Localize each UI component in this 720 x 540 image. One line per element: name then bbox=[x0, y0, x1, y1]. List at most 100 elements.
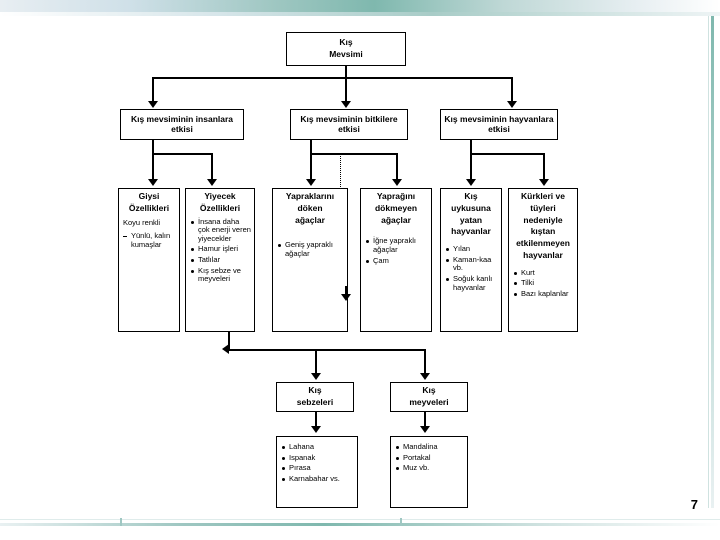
connector bbox=[511, 77, 513, 103]
node-meyve-title-1: Kış bbox=[422, 385, 436, 395]
connector bbox=[470, 153, 544, 155]
node-meyve-title-2: meyveleri bbox=[409, 396, 449, 407]
arrow-icon bbox=[311, 426, 321, 433]
list-item: Mandalina bbox=[396, 442, 464, 452]
arrow-icon bbox=[341, 294, 351, 301]
list-item: Karnabahar vs. bbox=[282, 474, 354, 484]
node-level1-insan: Kış mevsiminin insanlara etkisi bbox=[120, 109, 244, 140]
node-etkilenmeyen-title-3: nedeniyle bbox=[523, 214, 563, 225]
arrow-icon bbox=[539, 179, 549, 186]
list-item: Yılan bbox=[446, 244, 498, 254]
list-item: Portakal bbox=[396, 453, 464, 463]
connector bbox=[152, 153, 154, 181]
node-kis-uykusu: Kış uykusuna yatan hayvanlar Yılan Kaman… bbox=[440, 188, 502, 332]
list-item: Soğuk kanlı hayvanlar bbox=[446, 274, 498, 292]
node-level1-bitki: Kış mevsiminin bitkilere etkisi bbox=[290, 109, 408, 140]
node-etkilenmeyen-title-4: kıştan bbox=[530, 226, 556, 237]
connector bbox=[315, 349, 317, 375]
slide-top-band-secondary bbox=[0, 12, 720, 16]
list-item: Kurt bbox=[514, 268, 574, 278]
node-yapraklarini-doken: Yapraklarını döken ağaçlar Geniş yaprakl… bbox=[272, 188, 348, 332]
connector bbox=[543, 153, 545, 181]
slide-right-rule-thin bbox=[708, 16, 709, 508]
connector bbox=[424, 412, 426, 428]
node-giysi-list: Yünlü, kalın kumaşlar bbox=[119, 230, 179, 253]
node-meyve-list: Mandalina Portakal Muz vb. bbox=[391, 437, 467, 477]
list-item: Lahana bbox=[282, 442, 354, 452]
slide-bottom-tick bbox=[120, 518, 122, 526]
list-item: Hamur işleri bbox=[191, 245, 251, 254]
connector bbox=[345, 286, 347, 296]
connector bbox=[470, 153, 472, 181]
node-yiyecek-title-1: Yiyecek bbox=[204, 191, 236, 201]
node-level1-hayvan-label: Kış mevsiminin hayvanlara etkisi bbox=[444, 114, 554, 134]
arrow-icon bbox=[466, 179, 476, 186]
slide-bottom-rule-thin bbox=[0, 519, 720, 520]
node-doken-list: Geniş yapraklı ağaçlar bbox=[273, 227, 347, 262]
arrow-icon bbox=[222, 344, 229, 354]
connector bbox=[152, 140, 154, 154]
arrow-icon bbox=[148, 101, 158, 108]
arrow-icon bbox=[207, 179, 217, 186]
node-uyku-list: Yılan Kaman-kaa vb. Soğuk kanlı hayvanla… bbox=[441, 239, 501, 296]
connector bbox=[470, 140, 472, 154]
node-dokmeyen-title-1: Yaprağını bbox=[376, 191, 416, 201]
node-yiyecek: Yiyecek Özellikleri İnsana daha çok ener… bbox=[185, 188, 255, 332]
connector bbox=[152, 153, 212, 155]
node-uyku-title-4: hayvanlar bbox=[451, 226, 491, 237]
list-item: Çam bbox=[366, 256, 428, 266]
arrow-icon bbox=[311, 373, 321, 380]
list-item: Pırasa bbox=[282, 464, 354, 473]
list-item: Ispanak bbox=[282, 453, 354, 463]
node-kis-sebzeleri: Kış sebzeleri bbox=[276, 382, 354, 412]
node-sebze-list: Lahana Ispanak Pırasa Karnabahar vs. bbox=[277, 437, 357, 488]
arrow-icon bbox=[507, 101, 517, 108]
connector bbox=[310, 140, 312, 154]
node-meyve-list-box: Mandalina Portakal Muz vb. bbox=[390, 436, 468, 508]
node-root-line1: Kış bbox=[339, 37, 353, 47]
connector bbox=[228, 349, 424, 351]
node-root-line2: Mevsimi bbox=[329, 48, 363, 59]
node-giysi: Giysi Özellikleri Koyu renkli Yünlü, kal… bbox=[118, 188, 180, 332]
list-item: Yünlü, kalın kumaşlar bbox=[123, 231, 176, 249]
node-level1-bitki-label: Kış mevsiminin bitkilere etkisi bbox=[300, 114, 398, 134]
node-sebze-list-box: Lahana Ispanak Pırasa Karnabahar vs. bbox=[276, 436, 358, 508]
connector bbox=[345, 66, 347, 78]
arrow-icon bbox=[420, 426, 430, 433]
arrow-icon bbox=[341, 101, 351, 108]
node-dokmeyen-title-2: dökmeyen bbox=[374, 202, 418, 213]
connector bbox=[152, 77, 154, 103]
arrow-icon bbox=[306, 179, 316, 186]
list-item: Tilki bbox=[514, 279, 574, 288]
connector-dotted bbox=[340, 153, 341, 199]
page-number: 7 bbox=[690, 497, 698, 512]
node-etkilenmeyen-title-6: hayvanlar bbox=[523, 249, 563, 260]
node-giysi-title-1: Giysi bbox=[138, 191, 160, 201]
list-item: Kış sebze ve meyveleri bbox=[191, 266, 251, 284]
node-etkilenmeyen-title-5: etkilenmeyen bbox=[516, 238, 570, 249]
list-item: Muz vb. bbox=[396, 464, 464, 473]
node-etkilenmeyen-hayvanlar: Kürkleri ve tüyleri nedeniyle kıştan etk… bbox=[508, 188, 578, 332]
connector bbox=[152, 77, 512, 79]
node-dokmeyen-list: İğne yapraklı ağaçlar Çam bbox=[361, 227, 431, 269]
connector bbox=[315, 412, 317, 428]
node-giysi-title-2: Özellikleri bbox=[128, 202, 170, 213]
node-dokmeyen-title-3: ağaçlar bbox=[381, 214, 411, 225]
node-uyku-title-2: uykusuna bbox=[451, 202, 491, 213]
connector bbox=[424, 349, 426, 375]
node-etkilenmeyen-list: Kurt Tilki Bazı kaplanlar bbox=[509, 263, 577, 303]
connector bbox=[345, 77, 347, 103]
node-root: Kış Mevsimi bbox=[286, 32, 406, 66]
node-yapragini-dokmeyen: Yaprağını dökmeyen ağaçlar İğne yapraklı… bbox=[360, 188, 432, 332]
connector bbox=[310, 153, 312, 181]
node-etkilenmeyen-title-2: tüyleri bbox=[530, 202, 556, 213]
node-yiyecek-title-2: Özellikleri bbox=[199, 202, 241, 213]
node-uyku-title-1: Kış bbox=[464, 191, 478, 201]
node-kis-meyveleri: Kış meyveleri bbox=[390, 382, 468, 412]
node-etkilenmeyen-title-1: Kürkleri ve bbox=[521, 191, 565, 201]
slide-bottom-rule bbox=[0, 523, 720, 526]
slide-top-band bbox=[0, 0, 720, 12]
node-doken-title-1: Yapraklarını bbox=[285, 191, 335, 201]
connector bbox=[228, 332, 230, 350]
node-doken-title-2: döken bbox=[297, 202, 323, 213]
